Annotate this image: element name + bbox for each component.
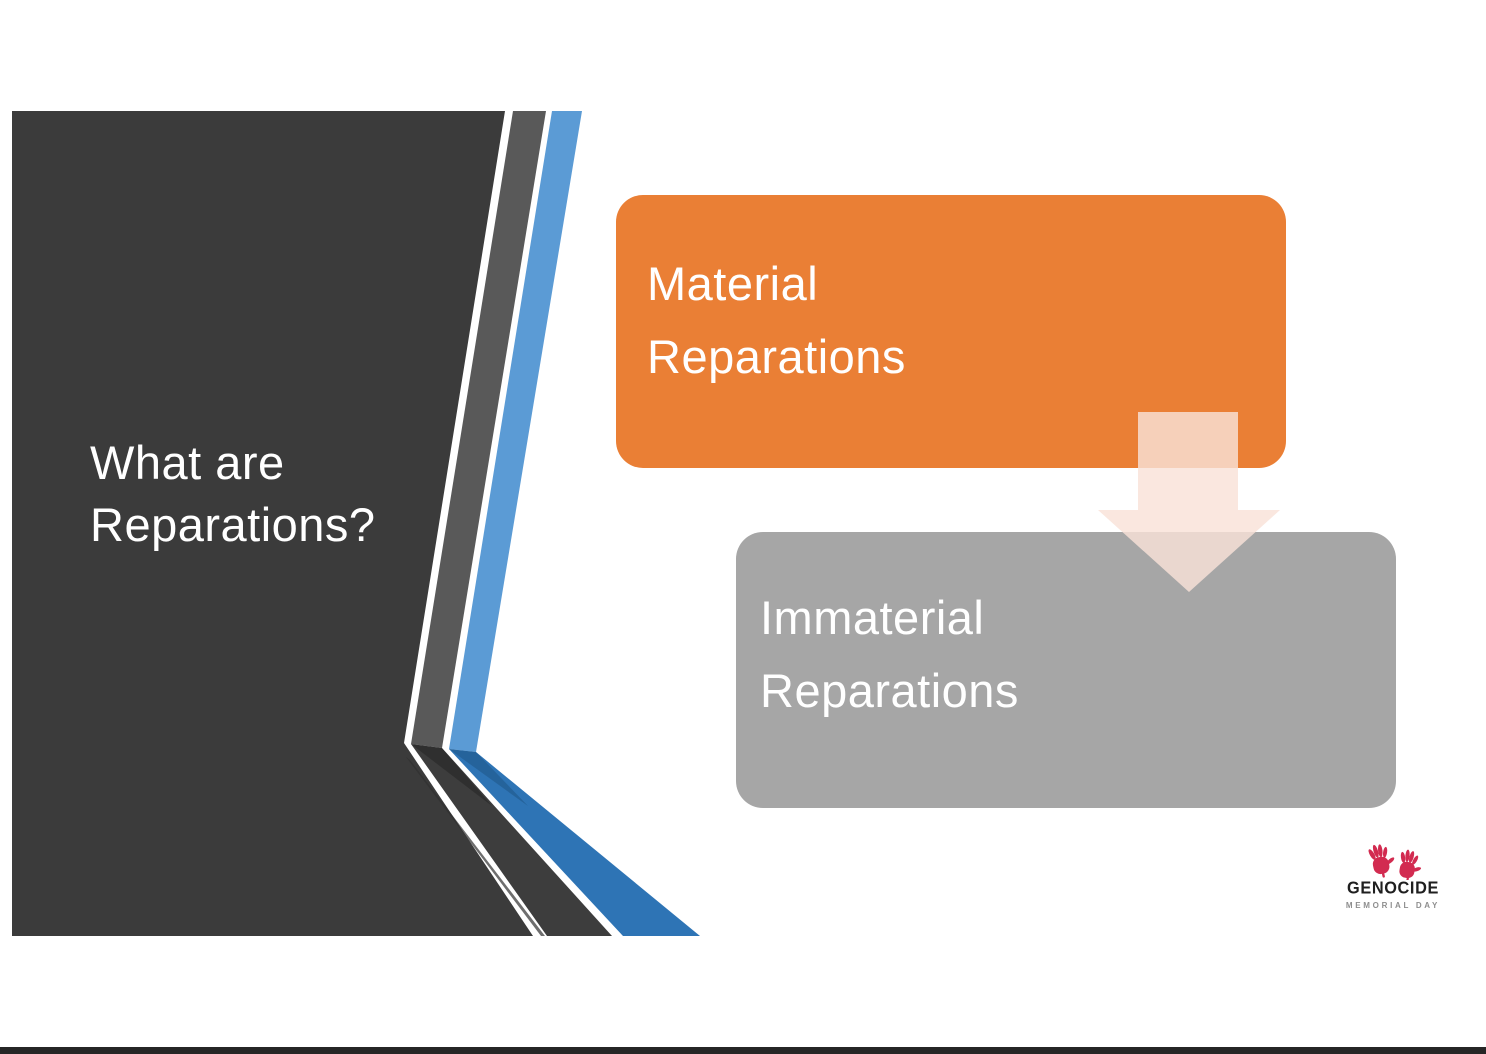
blue-fold-shadow — [449, 749, 528, 806]
material-reparations-label: Material Reparations — [647, 257, 906, 383]
blue-stripe-lower — [449, 749, 700, 936]
logo-subtitle: MEMORIAL DAY — [1345, 901, 1441, 910]
handprints-graphic — [1368, 844, 1422, 880]
blue-stripe-upper — [449, 111, 582, 752]
down-arrow-shape — [1098, 412, 1280, 592]
immaterial-reparations-box: Immaterial Reparations — [736, 532, 1396, 808]
handprint-icon — [1399, 849, 1422, 880]
immaterial-reparations-label: Immaterial Reparations — [760, 591, 1019, 717]
slide-title: What are Reparations? — [90, 436, 376, 551]
gray-fold-shadow — [411, 744, 492, 806]
footer-bar — [0, 1047, 1486, 1054]
gap-hairline — [406, 757, 545, 936]
dark-panel-shape — [12, 111, 533, 936]
gray-stripe-upper — [411, 111, 546, 748]
down-arrow-icon — [1098, 412, 1280, 592]
handprint-icon — [1368, 844, 1395, 878]
gray-stripe-lower — [411, 744, 612, 936]
genocide-memorial-day-logo: GENOCIDE MEMORIAL DAY — [1336, 834, 1450, 910]
logo-title: GENOCIDE — [1347, 879, 1439, 898]
